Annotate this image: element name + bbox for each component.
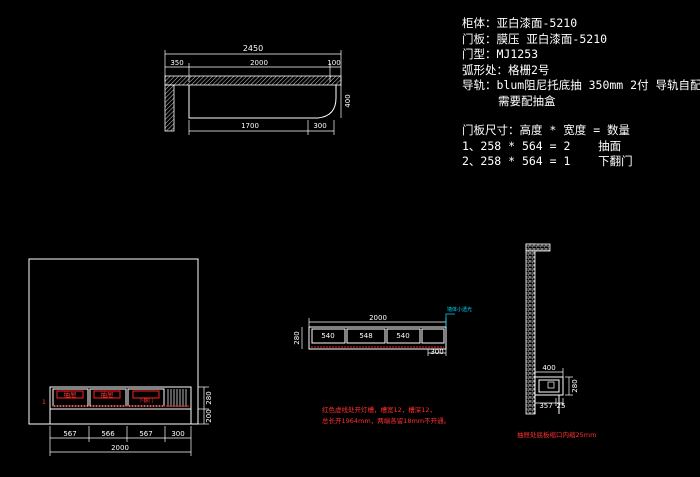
plan-note-line1: 红色虚线处开灯槽，槽宽12，槽深12， (322, 405, 436, 414)
section-note: 抽屉处底板缩口内缩25mm (517, 430, 596, 439)
dim-100: 100 (327, 59, 340, 67)
top-view: 2450 350 2000 100 400 1700 300 (164, 44, 352, 135)
dim-1700: 1700 (241, 122, 259, 130)
plan-note-line2: 总长开1964mm，两端各留18mm不开通。 (322, 416, 450, 425)
dim-280-plan: 280 (293, 331, 301, 344)
plan-view: 2000 540 548 540 280 300 墙体小透光 (293, 306, 472, 356)
dim-2000-plan: 2000 (369, 314, 387, 322)
dim-25: 25 (557, 402, 566, 410)
note-cabinet: 柜体：亚白漆面-5210 (462, 16, 578, 30)
drawer-label-2: 抽屉 (101, 390, 115, 399)
tag-left: 1 (42, 398, 46, 406)
dim-567-b: 567 (139, 430, 152, 438)
dim-300-front: 300 (171, 430, 184, 438)
dim-2000-top: 2000 (250, 59, 268, 67)
dim-280-section: 280 (571, 379, 579, 392)
dim-280-front: 280 (205, 391, 213, 404)
dim-2000-front: 2000 (111, 444, 129, 452)
drawer-label-1: 抽屉 (64, 390, 78, 399)
note-door-size-title: 门板尺寸：高度 * 宽度 = 数量 (462, 123, 631, 137)
drawer-label-3: 下翻门 (138, 397, 153, 404)
dim-2450: 2450 (243, 44, 263, 53)
dim-357: 357 (539, 402, 552, 410)
cyan-note: 墙体小透光 (447, 306, 472, 313)
note-rail: 导轨：blum阻尼托底抽 350mm 2付 导轨自配 (462, 78, 700, 92)
dim-540-a: 540 (321, 332, 334, 340)
dim-566: 566 (101, 430, 115, 438)
spec-notes: 柜体：亚白漆面-5210 门板：膜压 亚白漆面-5210 门型：MJ1253 弧… (462, 16, 700, 170)
dim-350: 350 (170, 59, 183, 67)
dim-567-a: 567 (63, 430, 76, 438)
section-view: 400 280 357 25 (525, 243, 579, 415)
note-door-type: 门型：MJ1253 (462, 47, 539, 61)
dim-400-section: 400 (542, 364, 555, 372)
grille (167, 389, 187, 407)
dim-200-front: 200 (205, 409, 213, 422)
dim-300-top: 300 (313, 122, 326, 130)
dim-400-top: 400 (344, 94, 352, 107)
note-rail-cont: 需要配抽盒 (498, 93, 556, 108)
front-elevation: 抽屉 抽屉 下翻门 1 280 200 567 566 567 300 2000 (28, 258, 213, 456)
note-arc: 弧形处：格栅2号 (462, 62, 550, 77)
note-door-size-2: 2、258 * 564 = 1 下翻门 (462, 154, 633, 168)
dim-300-plan: 300 (430, 348, 443, 356)
note-door-panel: 门板：膜压 亚白漆面-5210 (462, 31, 608, 46)
dim-548: 548 (359, 332, 372, 340)
note-door-size-1: 1、258 * 564 = 2 抽面 (462, 138, 622, 153)
dim-540-b: 540 (396, 332, 409, 340)
